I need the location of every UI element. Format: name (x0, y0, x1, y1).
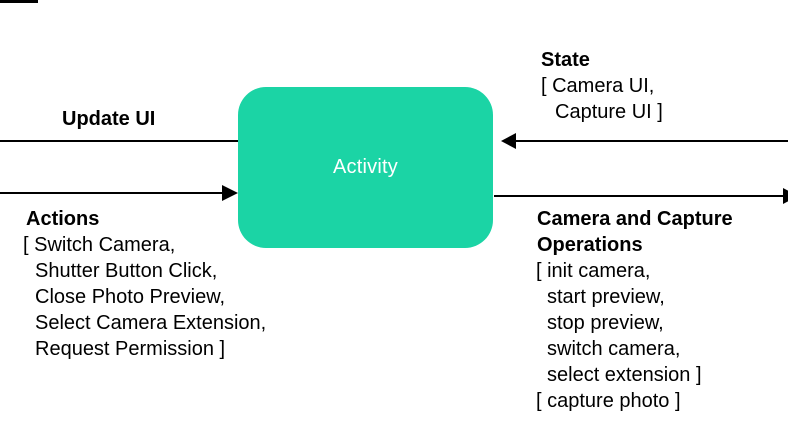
state-edge-line (514, 140, 788, 142)
operations-arrowhead-icon (783, 188, 788, 204)
activity-node: Activity (238, 87, 493, 248)
actions-title: Actions (26, 208, 100, 230)
actions-item: Request Permission ] (35, 338, 226, 360)
operations-item: start preview, (547, 286, 665, 308)
state-title: State (541, 49, 590, 71)
update-ui-edge-line (0, 140, 238, 142)
actions-item: Close Photo Preview, (35, 286, 226, 308)
state-block: State [ Camera UI, Capture UI ] (541, 47, 663, 125)
operations-title-line2: Operations (537, 234, 643, 256)
state-arrowhead-icon (501, 133, 516, 149)
activity-node-label: Activity (333, 156, 398, 178)
actions-edge-line (0, 192, 224, 194)
operations-item: [ init camera, (536, 260, 651, 282)
operations-title-line1: Camera and Capture (537, 208, 733, 230)
actions-arrowhead-icon (222, 185, 238, 201)
actions-item: Shutter Button Click, (35, 260, 218, 282)
operations-item: select extension ] (547, 364, 702, 386)
actions-block: Actions [ Switch Camera, Shutter Button … (23, 206, 266, 362)
operations-item: stop preview, (547, 312, 664, 334)
operations-item: switch camera, (547, 338, 681, 360)
operations-edge-line (494, 195, 788, 197)
state-item: Capture UI ] (555, 101, 663, 123)
operations-block: Camera and Capture Operations [ init cam… (536, 206, 733, 414)
update-ui-label: Update UI (62, 108, 156, 130)
state-item: [ Camera UI, (541, 75, 655, 97)
actions-item: Select Camera Extension, (35, 312, 267, 334)
actions-item: [ Switch Camera, (23, 234, 176, 256)
crop-artifact-bar (0, 0, 38, 3)
operations-item: [ capture photo ] (536, 390, 681, 412)
